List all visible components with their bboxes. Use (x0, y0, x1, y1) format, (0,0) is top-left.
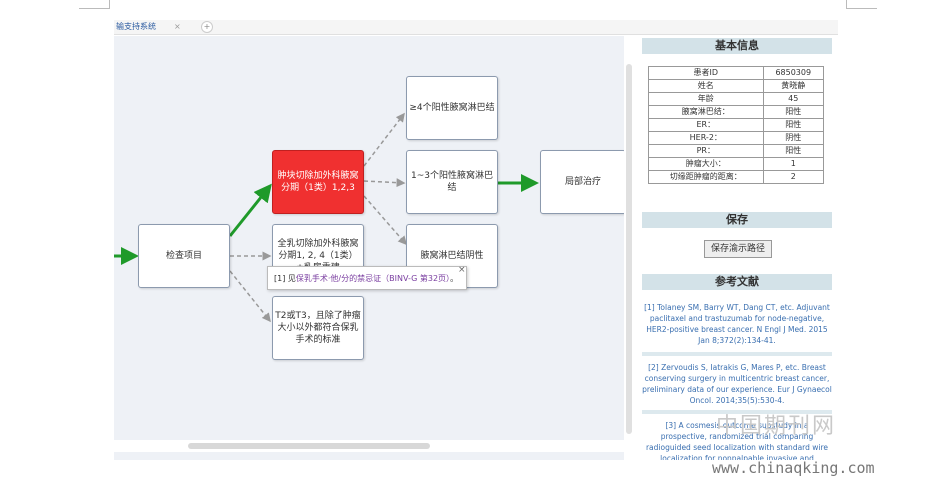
row-value: 2 (762, 170, 825, 184)
row-value: 6850309 (762, 66, 825, 80)
tab-bar: 输支持系统 × + (114, 20, 838, 35)
watermark-url: www.chinaqking.com (712, 459, 875, 477)
row-key: 年龄 (648, 92, 764, 106)
divider (642, 410, 832, 414)
flowchart-canvas: 检查项目 肿块切除加外科腋窝分期（1类）1,2,3 全乳切除加外科腋窝分期1, … (114, 36, 624, 460)
row-key: 患者ID (648, 66, 764, 80)
node-check[interactable]: 检查项目 (138, 224, 230, 288)
row-key: ER： (648, 118, 764, 132)
footnote-tooltip: [1] 见保乳手术·他/分的禁忌证（BINV-G 第32页）。 (267, 266, 467, 290)
row-value: 阳性 (762, 144, 825, 158)
tooltip-link[interactable]: 保乳手术·他/分的禁忌证（BINV-G 第32页） (295, 274, 451, 283)
crop-mark (846, 0, 877, 9)
node-lumpectomy[interactable]: 肿块切除加外科腋窝分期（1类）1,2,3 (272, 150, 364, 214)
node-ge4-positive[interactable]: ≥4个阳性腋窝淋巴结 (406, 76, 498, 140)
crop-mark (79, 0, 110, 9)
scrollbar-thumb[interactable] (188, 443, 430, 449)
reference-item[interactable]: [3] A cosmesis outcome substudy in a pro… (645, 421, 829, 460)
tooltip-suffix: 。 (450, 274, 459, 283)
flow-connectors (114, 112, 539, 323)
row-key: PR： (648, 144, 764, 158)
tab-label: 输支持系统 (116, 22, 156, 31)
add-tab-icon[interactable]: + (201, 21, 213, 33)
row-key: 切缘距肿瘤的距离： (648, 170, 764, 184)
tab-close-icon[interactable]: × (174, 22, 181, 31)
arrow-check-to-t2t3 (229, 270, 271, 323)
row-value: 45 (762, 92, 825, 106)
basic-info-title: 基本信息 (642, 38, 832, 54)
arrow-lumpectomy-to-negative (363, 195, 407, 246)
arrow-lumpectomy-to-ge4 (363, 112, 405, 167)
scrollbar-thumb[interactable] (626, 64, 632, 434)
divider (642, 352, 832, 356)
row-key: 腋窝淋巴结： (648, 105, 764, 119)
tooltip-close-icon[interactable]: × (458, 265, 466, 275)
row-key: 肿瘤大小： (648, 157, 764, 171)
save-path-button[interactable]: 保存渝示路径 (704, 240, 772, 258)
save-title: 保存 (642, 212, 832, 228)
tooltip-prefix: [1] 见 (274, 274, 296, 283)
references-title: 参考文献 (642, 274, 832, 290)
row-value: 1 (762, 157, 825, 171)
row-key: 姓名 (648, 79, 764, 93)
reference-item[interactable]: [2] Zervoudis S, Iatrakis G, Mares P, et… (642, 363, 832, 405)
arrow-check-to-lumpectomy (228, 183, 272, 237)
tab-decision-system[interactable]: 输支持系统 (114, 20, 194, 34)
reference-item[interactable]: [1] Tolaney SM, Barry WT, Dang CT, etc. … (644, 303, 830, 345)
vertical-scrollbar[interactable] (624, 36, 634, 460)
node-1-3-positive[interactable]: 1~3个阳性腋窝淋巴结 (406, 150, 498, 214)
row-value: 阳性 (762, 105, 825, 119)
row-value: 黄晓静 (762, 79, 825, 93)
horizontal-scrollbar[interactable] (114, 440, 624, 452)
node-local-treatment[interactable]: 局部治疗 (540, 150, 624, 214)
row-value: 阳性 (762, 118, 825, 132)
arrow-lumpectomy-to-n13 (363, 178, 406, 188)
row-value: 阴性 (762, 131, 825, 145)
row-key: HER-2： (648, 131, 764, 145)
node-t2t3[interactable]: T2或T3，且除了肿瘤大小以外都符合保乳手术的标准 (272, 296, 364, 360)
watermark-cn: 中国期刊网 (716, 414, 837, 439)
